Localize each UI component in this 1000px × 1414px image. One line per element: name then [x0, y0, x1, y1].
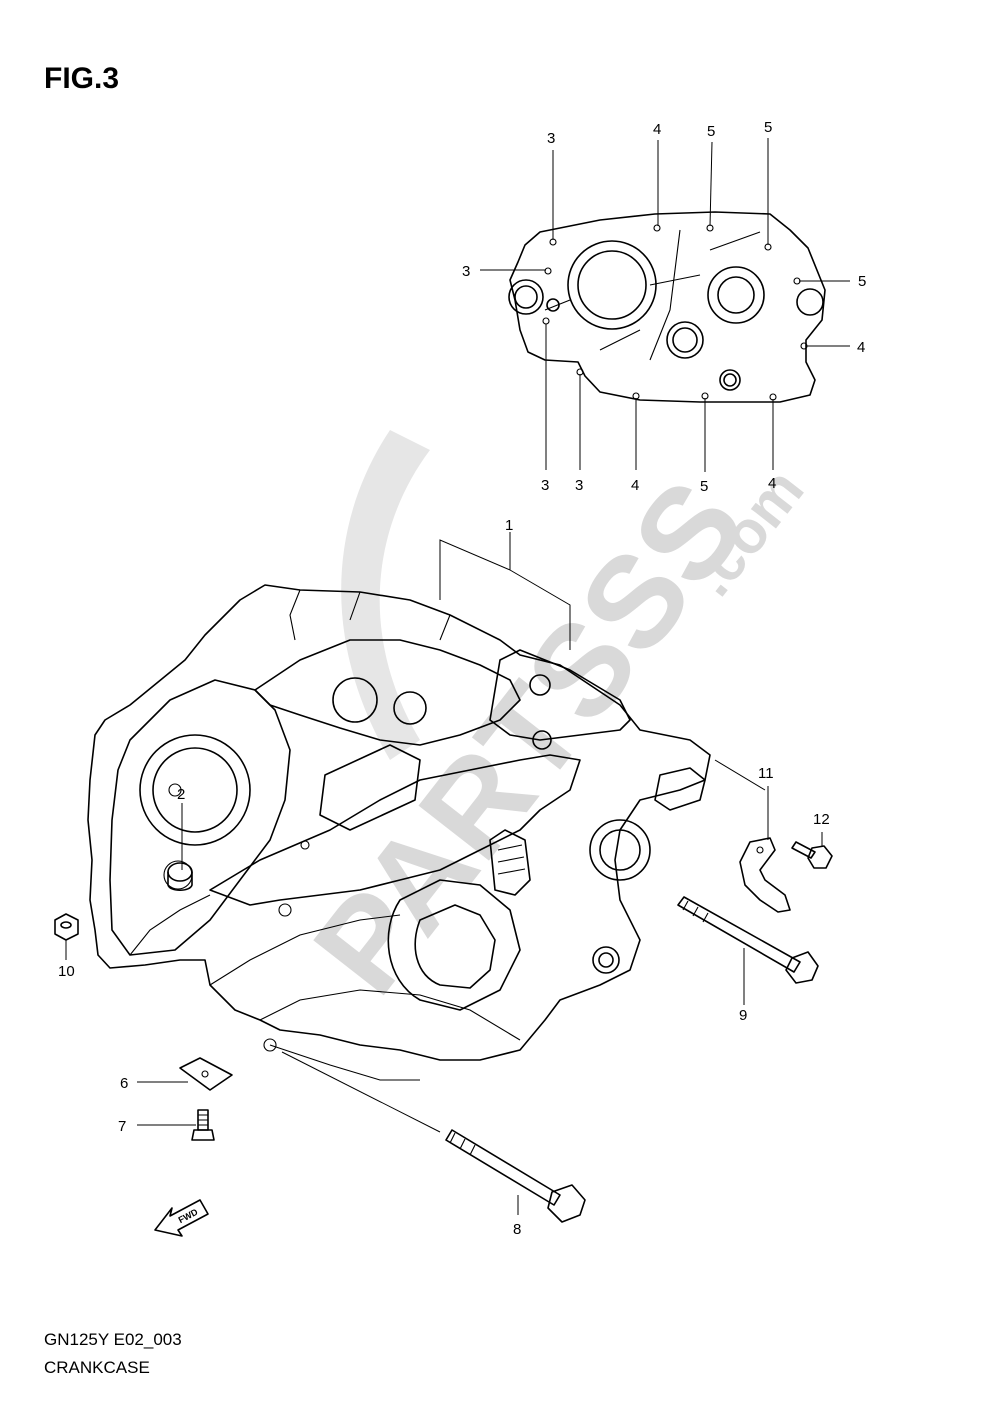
- part-10-nut: [54, 913, 79, 941]
- callout-4-a: 4: [653, 121, 661, 138]
- callout-4-d: 4: [768, 475, 776, 492]
- part-8-bolt: [445, 1129, 586, 1223]
- part-7-bolt: [191, 1109, 215, 1141]
- callout-6: 6: [120, 1075, 128, 1092]
- callout-7: 7: [118, 1118, 126, 1135]
- callout-8: 8: [513, 1221, 521, 1238]
- crankcase-half-view: [508, 211, 826, 403]
- fwd-arrow-icon: FWD: [154, 1199, 209, 1237]
- top-view-leaders: [480, 138, 850, 472]
- footer-name: CRANKCASE: [44, 1358, 150, 1377]
- watermark-swoosh: [341, 430, 430, 760]
- main-view-leaders: [65, 759, 823, 1215]
- callout-5-b: 5: [764, 119, 772, 136]
- callout-5-a: 5: [707, 123, 715, 140]
- callout-4-c: 4: [631, 477, 639, 494]
- callout-12: 12: [813, 811, 830, 828]
- callout-bracket-1: [439, 532, 571, 650]
- part-11-bracket: [739, 837, 791, 913]
- fwd-label: FWD: [177, 1206, 200, 1225]
- callout-1: 1: [505, 517, 513, 534]
- figure-title: FIG.3: [44, 62, 120, 95]
- callout-5-c: 5: [858, 273, 866, 290]
- callout-3-c: 3: [541, 477, 549, 494]
- callout-9: 9: [739, 1007, 747, 1024]
- part-9-bolt: [677, 896, 819, 984]
- callout-4-b: 4: [857, 339, 865, 356]
- callout-3-a: 3: [547, 130, 555, 147]
- callout-3-b: 3: [462, 263, 470, 280]
- part-6-plate: [179, 1057, 233, 1091]
- footer-code: GN125Y E02_003: [44, 1330, 182, 1349]
- callout-labels: 3 4 5 5 3 5 4 3 3 4 5 4 1 2 10 6 7 8 9 1…: [58, 119, 866, 1238]
- callout-10: 10: [58, 963, 75, 980]
- callout-2: 2: [177, 786, 185, 803]
- crankcase-assembly: [87, 584, 711, 1081]
- callout-11: 11: [758, 765, 774, 782]
- callout-5-d: 5: [700, 478, 708, 495]
- callout-3-d: 3: [575, 477, 583, 494]
- part-12-bolt: [791, 841, 833, 869]
